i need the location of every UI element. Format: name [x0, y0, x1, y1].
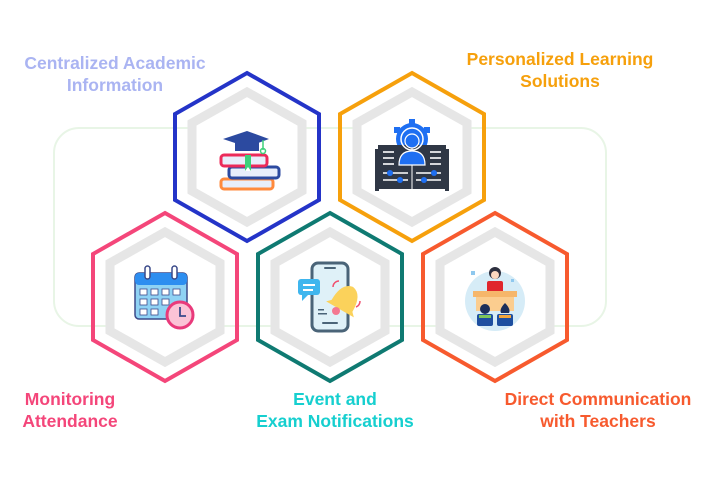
label-line: Event and [293, 389, 377, 409]
label-line: Information [66, 75, 164, 95]
calendar-clock-icon [134, 265, 195, 330]
hex-event-exam-notifications [255, 210, 405, 384]
hex-centralized-academic-information [172, 70, 322, 244]
phone-notification-icon [298, 261, 361, 333]
label-monitoring-attendance: Monitoring Attendance [10, 388, 130, 432]
graduation-books-icon [219, 131, 281, 191]
label-line: Personalized Learning [466, 49, 654, 69]
label-centralized-academic-information: Centralized Academic Information [10, 52, 220, 96]
label-line: Solutions [520, 71, 600, 91]
label-line: Direct Communication [504, 389, 692, 409]
label-line: Centralized Academic [24, 53, 206, 73]
label-line: Attendance [22, 411, 118, 431]
label-line: Monitoring [24, 389, 116, 409]
label-event-exam-notifications: Event and Exam Notifications [240, 388, 430, 432]
hex-direct-communication-teachers [420, 210, 570, 384]
label-direct-communication-teachers: Direct Communication with Teachers [488, 388, 708, 432]
hex-monitoring-attendance [90, 210, 240, 384]
teacher-students-icon [465, 267, 525, 331]
hex-personalized-learning-solutions [337, 70, 487, 244]
label-line: Exam Notifications [256, 411, 414, 431]
learner-book-gear-icon [375, 119, 449, 191]
label-personalized-learning-solutions: Personalized Learning Solutions [450, 48, 670, 92]
label-line: with Teachers [540, 411, 656, 431]
